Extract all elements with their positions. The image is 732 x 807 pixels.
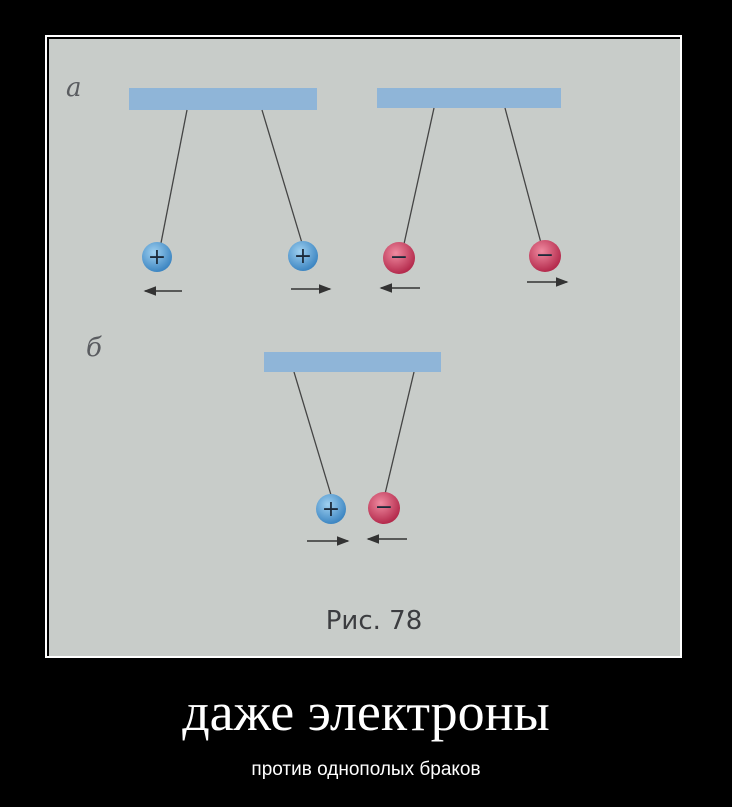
- physics-figure: а б + + − − + − Рис. 78: [49, 39, 680, 656]
- demotivator-title: даже электроны: [182, 682, 550, 742]
- figure-caption: Рис. 78: [326, 606, 422, 636]
- threads: [160, 107, 542, 496]
- svg-text:+: +: [322, 497, 340, 522]
- rod: [264, 352, 441, 372]
- picture-frame: [45, 35, 682, 658]
- svg-text:−: −: [536, 243, 554, 268]
- positive-ball: +: [316, 494, 346, 524]
- svg-text:+: +: [148, 245, 166, 270]
- demotivator-subtitle: против однополых браков: [251, 759, 481, 780]
- paper-background: [49, 39, 680, 656]
- label-a: а: [66, 73, 82, 103]
- svg-text:−: −: [375, 495, 393, 520]
- negative-ball: −: [529, 240, 561, 272]
- label-b: б: [86, 333, 102, 363]
- rod: [377, 88, 561, 108]
- svg-text:−: −: [390, 245, 408, 270]
- negative-ball: −: [383, 242, 415, 274]
- rod: [129, 88, 317, 110]
- svg-text:+: +: [294, 244, 312, 269]
- positive-ball: +: [288, 241, 318, 271]
- negative-ball: −: [368, 492, 400, 524]
- positive-ball: +: [142, 242, 172, 272]
